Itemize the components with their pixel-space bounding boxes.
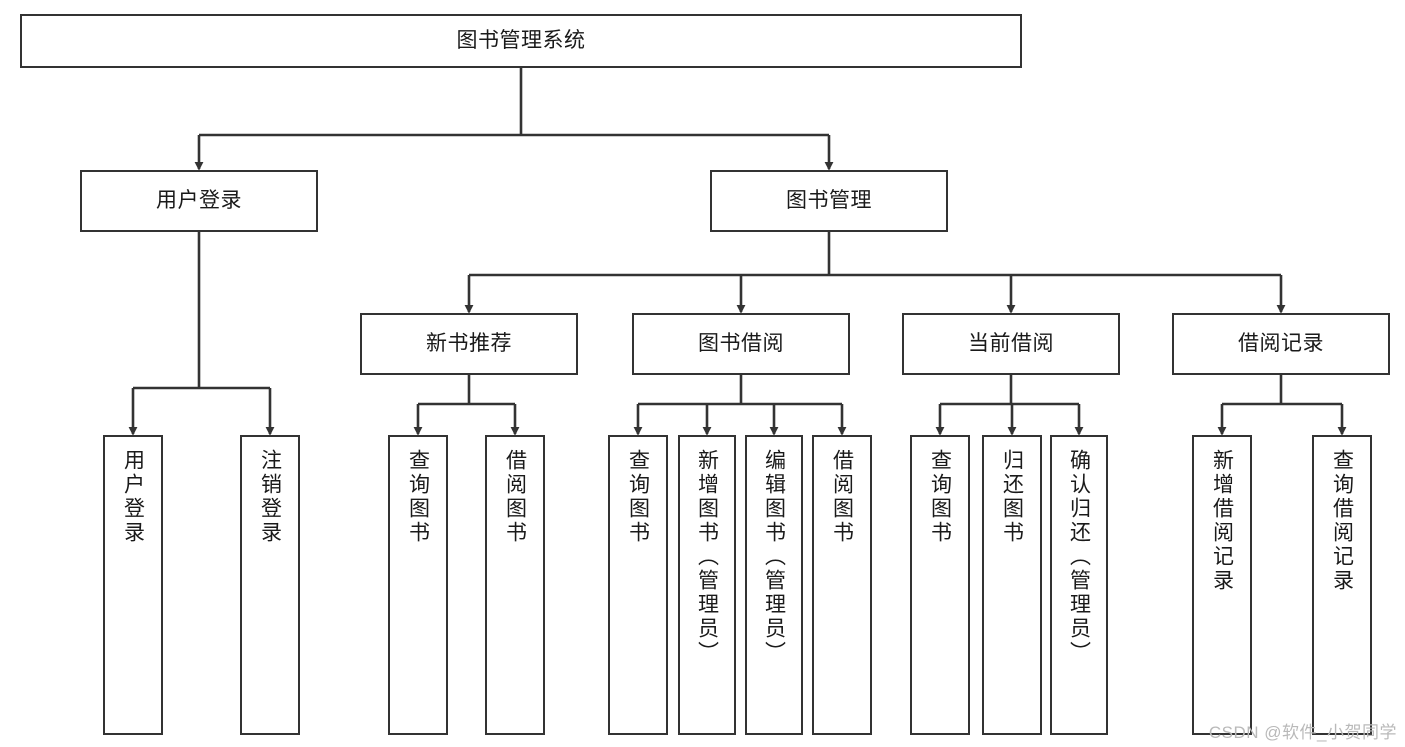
node-label-l1a: 用户登录: [156, 188, 242, 212]
node-box-leaf10[interactable]: 归还图书: [982, 435, 1042, 735]
node-label-leaf8: 借阅图书: [830, 449, 854, 545]
node-label-leaf2: 注销登录: [258, 449, 282, 545]
node-box-leaf4[interactable]: 借阅图书: [485, 435, 545, 735]
node-label-leaf3: 查询图书: [406, 449, 430, 545]
node-label-leaf6: 新增图书（管理员）: [695, 449, 719, 665]
node-label-leaf11: 确认归还（管理员）: [1067, 449, 1091, 665]
node-box-leaf1[interactable]: 用户登录: [103, 435, 163, 735]
node-label-leaf12: 新增借阅记录: [1210, 449, 1234, 593]
node-box-leaf13[interactable]: 查询借阅记录: [1312, 435, 1372, 735]
node-label-leaf5: 查询图书: [626, 449, 650, 545]
node-label-leaf13: 查询借阅记录: [1330, 449, 1354, 593]
node-label-l2b: 图书借阅: [698, 331, 784, 355]
node-box-root[interactable]: 图书管理系统: [20, 14, 1022, 68]
node-box-l1a[interactable]: 用户登录: [80, 170, 318, 232]
node-box-leaf12[interactable]: 新增借阅记录: [1192, 435, 1252, 735]
node-box-leaf9[interactable]: 查询图书: [910, 435, 970, 735]
node-box-leaf7[interactable]: 编辑图书（管理员）: [745, 435, 803, 735]
node-box-l1b[interactable]: 图书管理: [710, 170, 948, 232]
node-box-l2c[interactable]: 当前借阅: [902, 313, 1120, 375]
node-box-leaf6[interactable]: 新增图书（管理员）: [678, 435, 736, 735]
node-box-leaf5[interactable]: 查询图书: [608, 435, 668, 735]
node-box-l2b[interactable]: 图书借阅: [632, 313, 850, 375]
node-box-l2d[interactable]: 借阅记录: [1172, 313, 1390, 375]
node-box-leaf11[interactable]: 确认归还（管理员）: [1050, 435, 1108, 735]
node-label-leaf10: 归还图书: [1000, 449, 1024, 545]
node-label-l2c: 当前借阅: [968, 331, 1054, 355]
node-box-l2a[interactable]: 新书推荐: [360, 313, 578, 375]
node-box-leaf2[interactable]: 注销登录: [240, 435, 300, 735]
node-box-leaf3[interactable]: 查询图书: [388, 435, 448, 735]
node-label-root: 图书管理系统: [456, 28, 586, 52]
node-label-l1b: 图书管理: [786, 188, 872, 212]
node-label-l2a: 新书推荐: [426, 331, 512, 355]
node-box-leaf8[interactable]: 借阅图书: [812, 435, 872, 735]
node-label-leaf7: 编辑图书（管理员）: [762, 449, 786, 665]
node-label-leaf9: 查询图书: [928, 449, 952, 545]
node-label-leaf4: 借阅图书: [503, 449, 527, 545]
node-label-leaf1: 用户登录: [121, 449, 145, 545]
node-label-l2d: 借阅记录: [1238, 331, 1324, 355]
